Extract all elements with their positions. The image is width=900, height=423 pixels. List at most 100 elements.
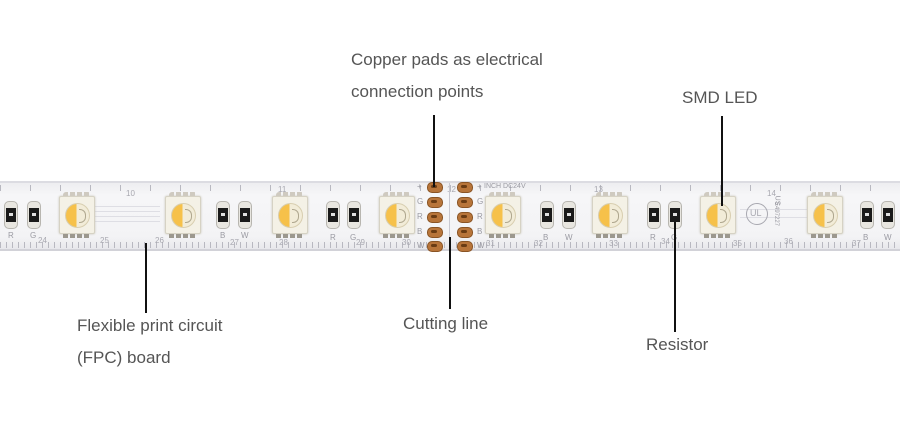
resistor — [562, 201, 576, 229]
copper-pad — [457, 227, 473, 238]
ruler-mark: 12 — [447, 185, 456, 194]
resistor — [647, 201, 661, 229]
copper-pads-leader — [433, 115, 435, 187]
copper-pad — [457, 212, 473, 223]
strip-top-edge — [0, 181, 900, 183]
ruler-mark: 28 — [279, 238, 288, 247]
resistor-silk-label: W — [241, 231, 249, 240]
copper-pads-label-line1: Copper pads as electrical — [351, 50, 543, 69]
pad-label-left: B — [417, 227, 423, 236]
resistor-silk-label: G — [30, 231, 37, 240]
resistor-silk-label: G — [350, 233, 357, 242]
led-lens — [813, 203, 838, 228]
copper-pad — [457, 241, 473, 252]
resistor-silk-label: B — [220, 231, 226, 240]
ruler-mark: 37 — [852, 239, 861, 248]
ruler-mark: 10 — [126, 189, 135, 198]
led-lens — [385, 203, 410, 228]
resistor — [27, 201, 41, 229]
smd-led — [807, 192, 843, 238]
led-lens — [706, 203, 731, 228]
resistor-label: Resistor — [646, 335, 709, 354]
circuit-trace — [90, 216, 160, 217]
spec-text: INCH DC24V — [484, 183, 526, 190]
circuit-trace — [740, 217, 810, 218]
smd-led-leader — [721, 116, 723, 206]
pad-label-right: + — [477, 182, 482, 191]
smd-led — [592, 192, 628, 238]
ruler-mark: 29 — [356, 238, 365, 247]
resistor-silk-label: B — [543, 233, 549, 242]
fpc-board-label-line2: (FPC) board — [77, 348, 171, 367]
smd-led — [700, 192, 736, 238]
resistor-silk-label: R — [330, 233, 336, 242]
ruler-mark: 33 — [609, 239, 618, 248]
pad-label-right: W — [477, 241, 485, 250]
resistor-silk-label: R — [8, 231, 14, 240]
ruler-mark: 36 — [784, 237, 793, 246]
resistor-silk-label: W — [565, 233, 573, 242]
fpc-board-leader — [145, 243, 147, 313]
resistor — [216, 201, 230, 229]
copper-pad — [427, 241, 443, 252]
resistor — [881, 201, 895, 229]
pad-label-left: G — [417, 197, 424, 206]
led-lens — [491, 203, 516, 228]
smd-led — [59, 192, 95, 238]
resistor — [860, 201, 874, 229]
ruler-mark: 25 — [100, 236, 109, 245]
led-lens — [65, 203, 90, 228]
smd-led-label: SMD LED — [682, 88, 758, 107]
led-strip: 10 11 12 13 14 24 25 26 27 28 29 30 31 3… — [0, 181, 900, 252]
pad-label-right: R — [477, 212, 483, 221]
resistor — [4, 201, 18, 229]
copper-pad — [457, 182, 473, 193]
smd-led — [379, 192, 415, 238]
resistor-silk-label: R — [650, 233, 656, 242]
ul-certification-icon — [746, 203, 768, 225]
smd-led — [485, 192, 521, 238]
cutting-line-label: Cutting line — [403, 314, 489, 333]
circuit-trace — [90, 206, 160, 207]
ruler-ticks-top — [0, 185, 900, 191]
circuit-trace — [90, 221, 160, 222]
ruler-mark: 30 — [402, 238, 411, 247]
copper-pads-label: Copper pads as electrical connection poi… — [351, 44, 543, 108]
led-lens — [278, 203, 303, 228]
copper-pads-label-line2: connection points — [351, 82, 484, 101]
ruler-mark: 11 — [278, 185, 287, 194]
resistor — [326, 201, 340, 229]
led-lens — [598, 203, 623, 228]
resistor — [668, 201, 682, 229]
copper-pad — [427, 197, 443, 208]
resistor-leader — [674, 222, 676, 332]
pad-label-right: B — [477, 227, 483, 236]
pad-label-left: W — [417, 241, 425, 250]
resistor-silk-label: W — [884, 233, 892, 242]
ruler-mark: 35 — [733, 239, 742, 248]
fpc-board-label-line1: Flexible print circuit — [77, 316, 223, 335]
ruler-mark: 26 — [155, 236, 164, 245]
resistor — [238, 201, 252, 229]
copper-pad — [457, 197, 473, 208]
ruler-mark: 31 — [486, 239, 495, 248]
ruler-mark: 32 — [534, 239, 543, 248]
pad-label-left: R — [417, 212, 423, 221]
ruler-mark: 34 — [661, 237, 670, 246]
copper-pad — [427, 212, 443, 223]
cutting-line-leader — [449, 237, 451, 309]
copper-pad — [427, 182, 443, 193]
circuit-trace — [90, 211, 160, 212]
circuit-trace — [740, 209, 810, 210]
led-lens — [171, 203, 196, 228]
pad-label-right: G — [477, 197, 484, 206]
ruler-mark: 13 — [594, 185, 603, 194]
ruler-mark: 24 — [38, 236, 47, 245]
copper-pad — [427, 227, 443, 238]
pad-label-left: + — [417, 182, 422, 191]
fpc-board-label: Flexible print circuit (FPC) board — [77, 310, 223, 374]
cutting-line-mark — [449, 183, 450, 249]
cert-code-text: E497227 — [773, 201, 780, 227]
ruler-mark: 14 — [767, 189, 776, 198]
smd-led — [165, 192, 201, 238]
